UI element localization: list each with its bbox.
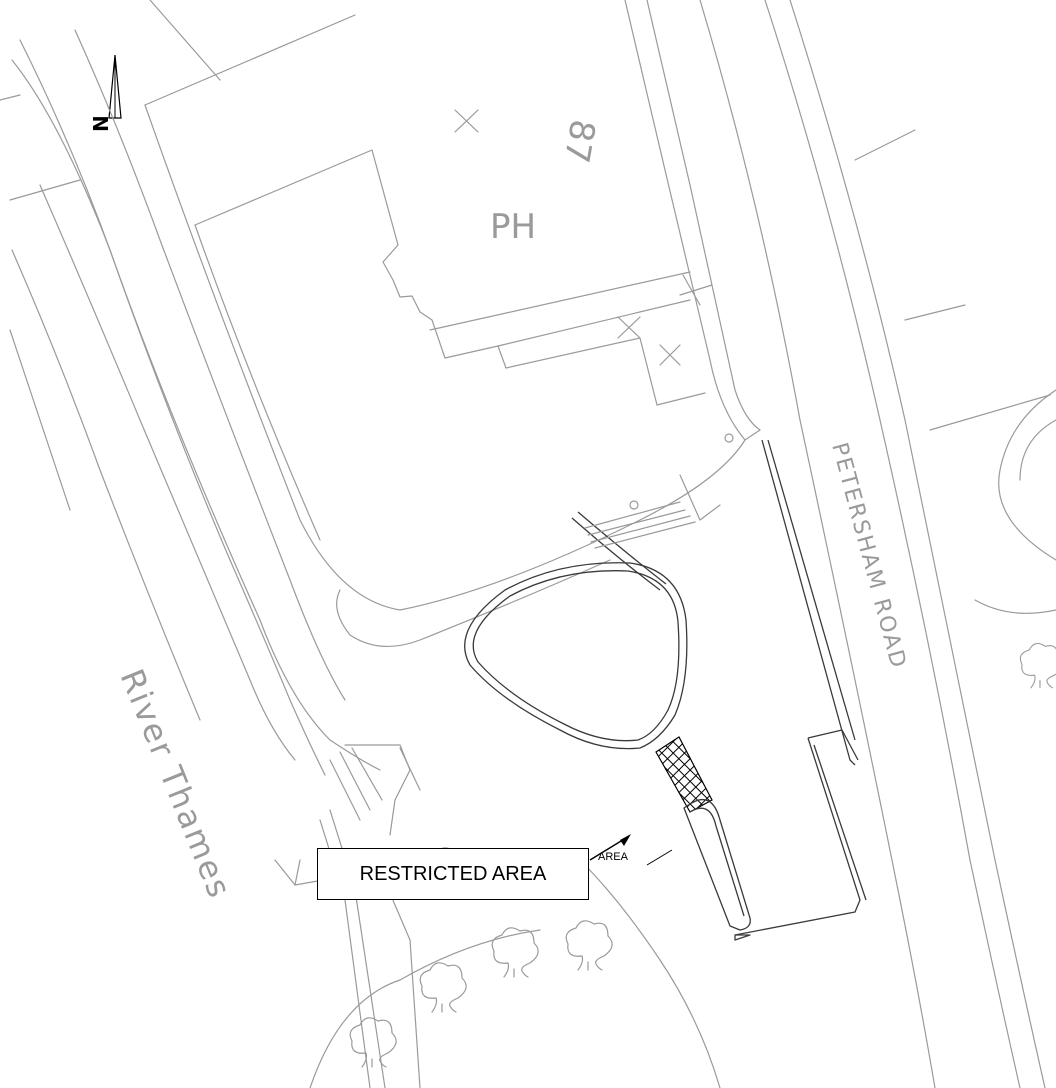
bus-lane <box>683 439 867 941</box>
area-tag: AREA <box>598 851 629 863</box>
plot-number: 87 <box>556 116 603 166</box>
petersham-road <box>699 0 1056 1088</box>
north-label: N <box>89 115 113 132</box>
pedestrian-crossing <box>571 474 721 591</box>
west-road <box>19 0 381 771</box>
building-plot <box>144 0 761 648</box>
river-label: River Thames <box>113 664 240 905</box>
lower-river-area <box>274 744 721 1088</box>
road-label: PETERSHAM ROAD <box>826 440 911 672</box>
river-bank-lines <box>0 59 326 776</box>
restricted-hatch <box>655 736 713 813</box>
restricted-area-label: RESTRICTED AREA <box>317 848 589 900</box>
traffic-island <box>464 562 688 750</box>
restricted-area-pointer <box>589 834 673 866</box>
building-label: PH <box>490 207 536 247</box>
north-arrow-icon: N <box>89 54 122 132</box>
